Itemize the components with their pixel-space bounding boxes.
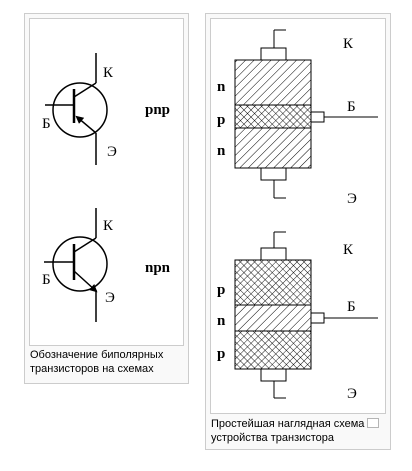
pnp-emitter-label: Э <box>107 144 117 160</box>
pnp-body-circle <box>52 82 108 138</box>
npn-device-bottom-layer-label: n <box>217 143 226 159</box>
pnp-device-base-label: Б <box>347 299 356 315</box>
left-figure-image-frame <box>29 18 184 346</box>
npn-device-base-label: Б <box>347 99 356 115</box>
pnp-device-structure: p n p К Б Э <box>217 231 378 402</box>
npn-device-bottom-layer <box>234 127 312 169</box>
npn-device-collector-contact <box>260 47 287 61</box>
pnp-device-collector-label: К <box>343 242 354 258</box>
npn-transistor-symbol: К Б Э npn <box>42 208 171 322</box>
pnp-device-middle-layer-label: n <box>217 313 226 329</box>
pnp-collector-line <box>73 82 97 98</box>
npn-device-top-layer-label: n <box>217 79 226 95</box>
npn-body-circle <box>52 236 108 292</box>
npn-emitter-label: Э <box>105 290 115 306</box>
pnp-device-top-layer-label: p <box>217 282 225 298</box>
magnify-icon[interactable] <box>367 418 380 428</box>
pnp-device-emitter-contact <box>260 368 287 382</box>
right-figure-caption: Простейшая наглядная схема устройства тр… <box>211 417 389 445</box>
pnp-base-label: Б <box>42 116 51 132</box>
npn-emitter-arrow <box>73 270 98 293</box>
pnp-device-base-contact <box>310 312 325 324</box>
pnp-device-emitter-label: Э <box>347 386 357 402</box>
npn-type-label: npn <box>145 260 171 276</box>
npn-collector-line <box>73 237 97 253</box>
pnp-type-label: pnp <box>145 102 170 118</box>
npn-device-base-contact <box>310 111 325 123</box>
npn-device-middle-layer-label: p <box>217 112 225 128</box>
npn-device-middle-layer <box>234 104 312 129</box>
pnp-device-collector-contact <box>260 247 287 261</box>
npn-device-emitter-contact <box>260 167 287 181</box>
pnp-device-bottom-layer-label: p <box>217 346 225 362</box>
pnp-emitter-arrow <box>75 115 97 134</box>
left-figure-panel: Обозначение биполярных транзисторов на с… <box>24 13 189 384</box>
left-figure-caption: Обозначение биполярных транзисторов на с… <box>30 349 164 375</box>
pnp-transistor-symbol: К Б Э pnp <box>42 53 170 165</box>
pnp-device-top-layer <box>234 259 312 306</box>
npn-base-label: Б <box>42 272 51 288</box>
npn-device-top-layer <box>234 59 312 106</box>
pnp-device-middle-layer <box>234 304 312 332</box>
npn-device-structure: n p n К Б Э <box>217 29 378 207</box>
npn-collector-label: К <box>103 218 114 234</box>
pnp-device-bottom-layer <box>234 330 312 370</box>
pnp-collector-label: К <box>103 65 114 81</box>
npn-device-collector-label: К <box>343 36 354 52</box>
npn-device-emitter-label: Э <box>347 191 357 207</box>
